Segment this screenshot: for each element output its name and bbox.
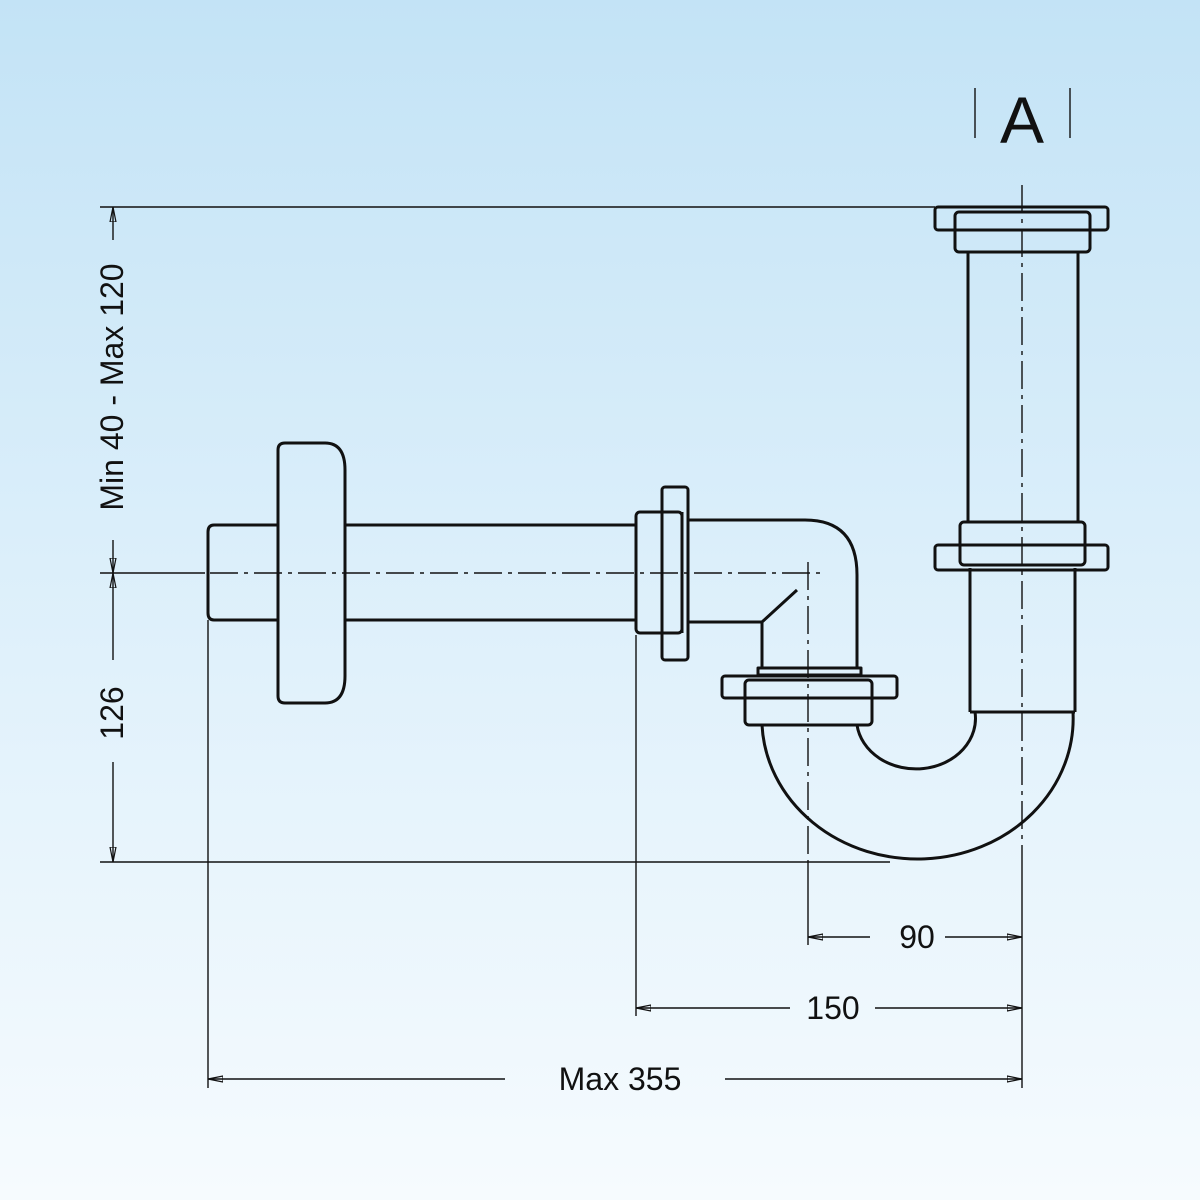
extension-lines (100, 185, 1023, 1088)
vertical-tube (933, 205, 1110, 712)
outlet-height-label: 126 (94, 686, 130, 739)
inlet-offset-label: 150 (806, 990, 859, 1026)
trap-nut (720, 674, 899, 727)
max-length-label: Max 355 (559, 1061, 682, 1097)
vertical-dimension: Min 40 - Max 120 126 (94, 207, 130, 862)
trap-offset-label: 90 (899, 919, 935, 955)
u-bend (760, 710, 1075, 861)
height-adjust-label: Min 40 - Max 120 (94, 263, 130, 510)
section-marker: A (974, 83, 1071, 157)
elbow (688, 518, 863, 677)
wall-connection (206, 441, 636, 705)
inlet-nut (634, 485, 690, 662)
horizontal-dimensions: 90 150 Max 355 (208, 919, 1022, 1097)
section-label: A (1000, 83, 1044, 157)
